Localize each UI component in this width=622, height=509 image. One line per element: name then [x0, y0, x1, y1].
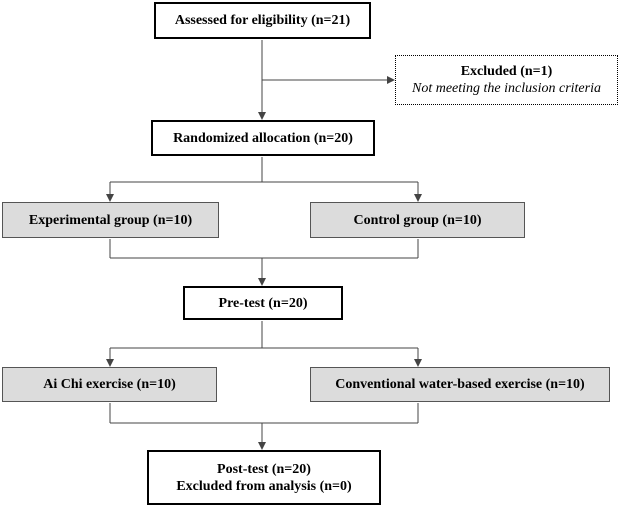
randomized-label: Randomized allocation (n=20) [173, 130, 353, 146]
assessed-box: Assessed for eligibility (n=21) [154, 2, 371, 39]
conventional-exercise-label: Conventional water-based exercise (n=10) [335, 377, 585, 392]
pretest-label: Pre-test (n=20) [218, 295, 308, 311]
aichi-exercise-label: Ai Chi exercise (n=10) [43, 377, 176, 392]
control-group-box: Control group (n=10) [310, 202, 525, 238]
randomized-box: Randomized allocation (n=20) [151, 120, 375, 156]
aichi-exercise-box: Ai Chi exercise (n=10) [2, 367, 217, 402]
pretest-box: Pre-test (n=20) [183, 286, 343, 320]
conventional-exercise-box: Conventional water-based exercise (n=10) [310, 367, 610, 402]
experimental-group-box: Experimental group (n=10) [2, 202, 219, 238]
posttest-label: Post-test (n=20) [217, 461, 311, 477]
excluded-from-analysis-label: Excluded from analysis (n=0) [176, 478, 352, 494]
posttest-box: Post-test (n=20) Excluded from analysis … [147, 450, 381, 505]
assessed-label: Assessed for eligibility (n=21) [174, 13, 351, 28]
excluded-title: Excluded (n=1) [460, 64, 553, 79]
control-group-label: Control group (n=10) [353, 212, 482, 228]
excluded-reason: Not meeting the inclusion criteria [412, 81, 601, 96]
experimental-group-label: Experimental group (n=10) [28, 212, 193, 228]
excluded-box: Excluded (n=1) Not meeting the inclusion… [395, 55, 618, 105]
